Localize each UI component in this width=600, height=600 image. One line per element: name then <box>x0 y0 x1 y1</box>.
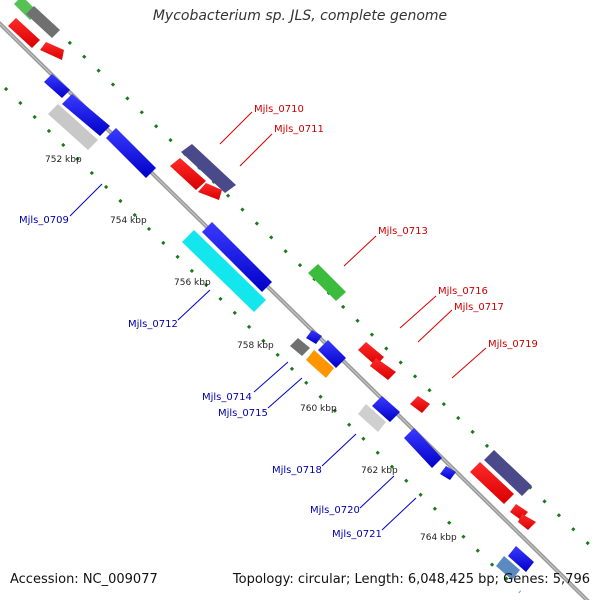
gene-arrow-grey-0714[interactable] <box>290 338 310 356</box>
gene-arrow-red-0711b[interactable] <box>198 183 222 200</box>
ruler-label: 752 kbp <box>45 155 82 165</box>
gene-arrow-red-lower-3[interactable] <box>518 514 536 530</box>
ruler-label: 762 kbp <box>361 466 398 476</box>
callout-line <box>417 309 453 343</box>
gene-arrow-silver-0718[interactable] <box>358 404 386 432</box>
gene-label-forward[interactable]: Mjls_0719 <box>488 339 538 350</box>
gene-arrow-red-0719[interactable] <box>410 396 430 413</box>
gene-arrow-red-0711[interactable] <box>170 158 206 190</box>
gene-label-reverse[interactable]: Mjls_0714 <box>202 392 252 403</box>
gene-arrow-blue-0718a[interactable] <box>372 396 400 422</box>
gene-arrow-steel-corner[interactable] <box>496 556 520 580</box>
gene-label-reverse[interactable]: Mjls_0709 <box>19 215 69 226</box>
genome-stats-text: Topology: circular; Length: 6,048,425 bp… <box>232 572 590 587</box>
forward-gene-labels: Mjls_0710 Mjls_0711 Mjls_0713 Mjls_0716 … <box>219 104 538 379</box>
callout-line <box>69 183 103 217</box>
gene-arrow-blue-corner[interactable] <box>508 546 534 572</box>
map-title: Mycobacterium sp. JLS, complete genome <box>152 8 448 24</box>
gene-arrow-blue-0714a[interactable] <box>306 330 322 344</box>
gene-arrow-blue-0709b[interactable] <box>62 94 110 136</box>
reverse-gene-labels: Mjls_0709 Mjls_0712 Mjls_0714 Mjls_0715 … <box>19 183 417 540</box>
callout-line <box>267 377 303 409</box>
ruler-label: 754 kbp <box>110 216 147 226</box>
gene-arrow-blue-0709c[interactable] <box>106 128 156 178</box>
genome-backbone <box>0 21 590 600</box>
gene-arrow-orange-0715[interactable] <box>306 350 334 378</box>
gene-arrow-red-top-2[interactable] <box>40 42 64 60</box>
callout-line <box>239 133 273 167</box>
genome-backbone-highlight <box>0 23 588 600</box>
accession-text: Accession: NC_009077 <box>10 572 158 587</box>
reverse-strand-features <box>44 74 534 580</box>
gene-label-forward[interactable]: Mjls_0711 <box>274 124 324 135</box>
position-ruler: 752 kbp 754 kbp 756 kbp 758 kbp 760 kbp … <box>45 155 457 543</box>
ruler-label: 764 kbp <box>420 533 457 543</box>
gene-label-reverse[interactable]: Mjls_0720 <box>310 505 360 516</box>
tick-track-inner <box>3 86 522 594</box>
gene-arrow-red-0717[interactable] <box>370 358 396 380</box>
gene-arrow-red-top-1[interactable] <box>8 18 40 48</box>
callout-line <box>219 111 253 145</box>
gene-arrow-blue-0720[interactable] <box>404 428 442 468</box>
callout-line <box>177 289 211 321</box>
callout-line <box>359 475 395 509</box>
ruler-label: 760 kbp <box>300 404 337 414</box>
forward-strand-features <box>8 0 536 530</box>
gene-label-forward[interactable]: Mjls_0710 <box>254 104 304 115</box>
gene-arrow-red-lower-1[interactable] <box>470 462 514 504</box>
callout-line <box>321 433 357 467</box>
gene-arrow-silver-0709[interactable] <box>48 104 98 150</box>
gene-arrow-blue-0714b[interactable] <box>318 340 346 368</box>
gene-label-forward[interactable]: Mjls_0713 <box>378 226 428 237</box>
callout-line <box>253 361 289 393</box>
gene-arrow-blue-0712[interactable] <box>202 222 272 292</box>
callout-line <box>451 347 487 379</box>
gene-label-forward[interactable]: Mjls_0716 <box>438 286 488 297</box>
callout-line <box>399 295 437 329</box>
callout-line <box>381 497 417 531</box>
gene-label-reverse[interactable]: Mjls_0718 <box>272 465 322 476</box>
gene-label-reverse[interactable]: Mjls_0721 <box>332 529 382 540</box>
gene-arrow-slate-0710[interactable] <box>181 144 236 193</box>
gene-arrow-cyan-0712[interactable] <box>182 230 266 312</box>
gene-arrow-slate-lower[interactable] <box>484 450 532 496</box>
gene-arrow-grey-top[interactable] <box>26 6 60 38</box>
gene-label-reverse[interactable]: Mjls_0715 <box>218 408 268 419</box>
ruler-label: 756 kbp <box>174 278 211 288</box>
ruler-label: 758 kbp <box>237 341 274 351</box>
gene-arrow-blue-0709a[interactable] <box>44 74 70 98</box>
gene-label-forward[interactable]: Mjls_0717 <box>454 302 504 313</box>
callout-line <box>343 235 377 267</box>
gene-label-reverse[interactable]: Mjls_0712 <box>128 319 178 330</box>
gene-arrow-blue-0721[interactable] <box>440 466 456 480</box>
gene-arrow-green-0713[interactable] <box>308 264 346 301</box>
